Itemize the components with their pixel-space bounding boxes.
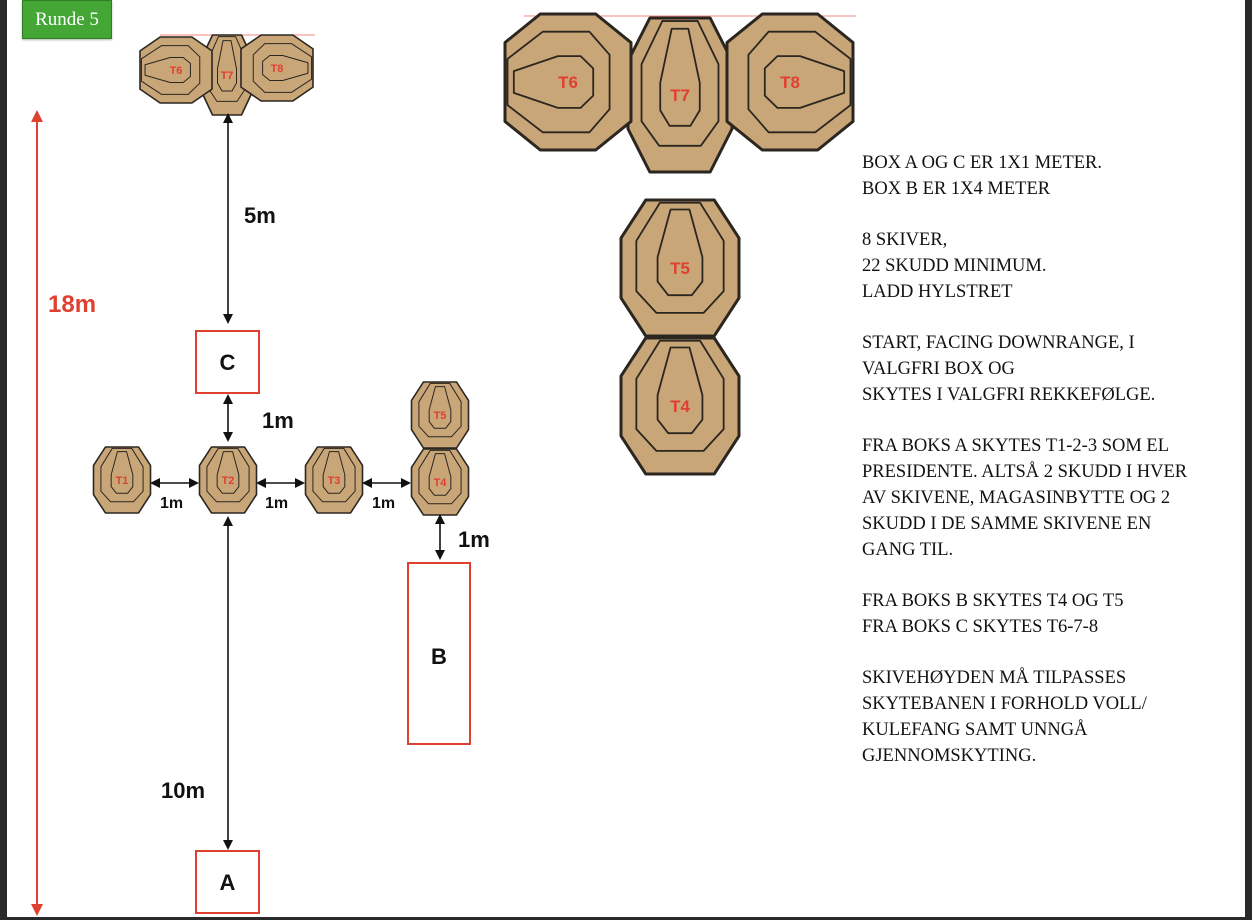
target-a-zone bbox=[428, 386, 452, 429]
shooting-box-a bbox=[195, 850, 260, 914]
stage-notes: BOX A OG C ER 1X1 METER. BOX B ER 1X4 MET… bbox=[862, 150, 1222, 794]
target-label-t4: T4 bbox=[434, 477, 448, 489]
target-label-t3: T3 bbox=[328, 475, 341, 487]
note-line: VALGFRI BOX OG bbox=[862, 359, 1015, 379]
target-a-zone bbox=[763, 55, 846, 109]
note-line: SKYTEBANEN I FORHOLD VOLL/ bbox=[862, 694, 1147, 714]
t4-to-b-label: 1m bbox=[458, 527, 490, 552]
target-t3 bbox=[304, 446, 364, 514]
target-t4 bbox=[619, 336, 741, 476]
target-a-zone bbox=[322, 451, 346, 494]
note-line: GJENNOMSKYTING. bbox=[862, 746, 1037, 766]
target-a-zone bbox=[144, 56, 191, 84]
a-to-t2-label: 10m bbox=[161, 778, 205, 803]
c-to-t2-label: 1m bbox=[262, 408, 294, 433]
note-line: FRA BOKS C SKYTES T6-7-8 bbox=[862, 617, 1099, 637]
target-label-t5: T5 bbox=[434, 410, 447, 422]
note-paragraph: 8 SKIVER, 22 SKUDD MINIMUM. LADD HYLSTRET bbox=[862, 227, 1222, 305]
target-a-zone bbox=[428, 453, 452, 496]
target-label-t6: T6 bbox=[170, 65, 183, 77]
target-label-t1: T1 bbox=[116, 475, 129, 487]
target-t6 bbox=[139, 36, 213, 104]
target-t8 bbox=[725, 12, 855, 152]
target-label-t8: T8 bbox=[780, 73, 800, 92]
note-paragraph: BOX A OG C ER 1X1 METER. BOX B ER 1X4 MET… bbox=[862, 150, 1222, 202]
round-badge: Runde 5 bbox=[22, 0, 112, 39]
note-line: BOX B ER 1X4 METER bbox=[862, 179, 1051, 199]
target-a-zone bbox=[656, 208, 704, 297]
target-label-t7: T7 bbox=[670, 86, 690, 105]
note-line: 22 SKUDD MINIMUM. bbox=[862, 256, 1047, 276]
target-label-t4: T4 bbox=[670, 397, 690, 416]
shooting-box-c bbox=[195, 330, 260, 394]
note-line: LADD HYLSTRET bbox=[862, 282, 1013, 302]
note-line: 8 SKIVER, bbox=[862, 230, 948, 250]
shooting-box-b bbox=[407, 562, 471, 745]
note-line: FRA BOKS A SKYTES T1-2-3 SOM EL bbox=[862, 436, 1170, 456]
target-label-t8: T8 bbox=[271, 63, 284, 75]
target-t8 bbox=[240, 34, 314, 102]
target-t7 bbox=[626, 16, 734, 174]
note-line: FRA BOKS B SKYTES T4 OG T5 bbox=[862, 591, 1124, 611]
note-line: BOX A OG C ER 1X1 METER. bbox=[862, 153, 1103, 173]
t3-t4-label: 1m bbox=[372, 495, 395, 512]
target-label-t2: T2 bbox=[222, 475, 235, 487]
note-line: AV SKIVENE, MAGASINBYTTE OG 2 bbox=[862, 488, 1171, 508]
target-a-zone bbox=[217, 40, 237, 92]
note-paragraph: SKIVEHØYDEN MÅ TILPASSES SKYTEBANEN I FOR… bbox=[862, 665, 1222, 769]
target-t6 bbox=[503, 12, 633, 152]
target-t5 bbox=[410, 381, 470, 449]
box-c-label: C bbox=[220, 350, 236, 375]
note-line: SKUDD I DE SAMME SKIVENE EN bbox=[862, 514, 1152, 534]
target-a-zone bbox=[659, 27, 701, 127]
box-b-label: B bbox=[431, 644, 447, 669]
note-line: KULEFANG SAMT UNNGÅ bbox=[862, 720, 1088, 740]
c-to-targets-label: 5m bbox=[244, 203, 276, 228]
target-label-t6: T6 bbox=[558, 73, 578, 92]
total-distance-label: 18m bbox=[48, 291, 96, 318]
t1-t2-label: 1m bbox=[160, 495, 183, 512]
t2-t3-label: 1m bbox=[265, 495, 288, 512]
target-t2 bbox=[198, 446, 258, 514]
note-paragraph: FRA BOKS B SKYTES T4 OG T5 FRA BOKS C SKY… bbox=[862, 588, 1222, 640]
target-t4 bbox=[410, 448, 470, 516]
note-line: GANG TIL. bbox=[862, 540, 954, 560]
target-a-zone bbox=[110, 451, 134, 494]
note-paragraph: START, FACING DOWNRANGE, I VALGFRI BOX OG… bbox=[862, 330, 1222, 408]
note-line: PRESIDENTE. ALTSÅ 2 SKUDD I HVER bbox=[862, 462, 1188, 482]
box-a-label: A bbox=[220, 870, 236, 895]
target-a-zone bbox=[216, 451, 240, 494]
target-label-t5: T5 bbox=[670, 259, 690, 278]
target-t5 bbox=[619, 198, 741, 338]
target-t1 bbox=[92, 446, 152, 514]
note-line: SKYTES I VALGFRI REKKEFØLGE. bbox=[862, 385, 1156, 405]
target-a-zone bbox=[512, 55, 595, 109]
note-line: START, FACING DOWNRANGE, I bbox=[862, 333, 1135, 353]
target-a-zone bbox=[656, 346, 704, 435]
note-line: SKIVEHØYDEN MÅ TILPASSES bbox=[862, 668, 1127, 688]
note-paragraph: FRA BOKS A SKYTES T1-2-3 SOM EL PRESIDENT… bbox=[862, 433, 1222, 563]
target-label-t7: T7 bbox=[221, 70, 234, 82]
target-a-zone bbox=[262, 54, 309, 82]
